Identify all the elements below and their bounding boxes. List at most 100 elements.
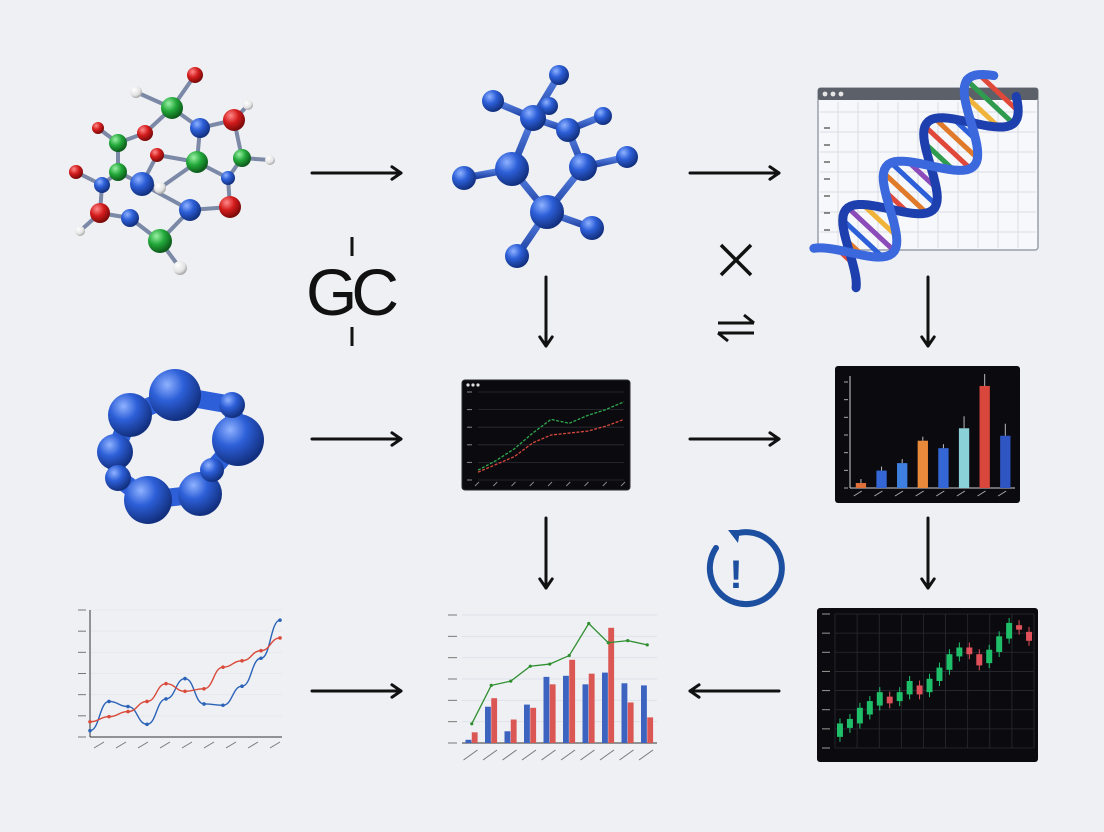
data-point <box>278 636 282 640</box>
bar <box>524 704 530 743</box>
bar <box>621 683 628 743</box>
bar <box>471 732 478 743</box>
candle-body <box>846 718 853 728</box>
x-tick <box>915 490 924 497</box>
bar <box>855 483 867 488</box>
candle-body <box>906 681 913 695</box>
data-point <box>259 656 263 661</box>
atom <box>97 434 133 470</box>
data-point <box>145 722 149 727</box>
combo-chart <box>448 614 657 761</box>
data-point <box>567 653 571 658</box>
data-point <box>107 699 111 704</box>
atom <box>149 369 201 421</box>
arrow-down-3 <box>538 516 554 590</box>
ring-molecule-icon <box>97 369 264 524</box>
candle-body <box>866 701 873 715</box>
bar <box>958 428 970 488</box>
candle-body <box>856 707 863 724</box>
atom <box>150 148 164 162</box>
arrow-head <box>390 431 403 447</box>
x-tick <box>977 490 986 497</box>
x-tick <box>247 741 259 749</box>
arrow-down-2 <box>920 275 936 348</box>
bar <box>876 470 887 488</box>
atom <box>219 392 245 418</box>
x-tick <box>620 481 626 487</box>
x-tick <box>956 490 966 497</box>
data-point <box>606 641 610 645</box>
cross-icon <box>719 243 753 277</box>
arrow-head <box>920 335 936 348</box>
atom <box>221 171 235 185</box>
atom <box>121 209 139 227</box>
atom <box>90 203 110 223</box>
bar <box>563 675 569 743</box>
x-tick <box>599 749 615 761</box>
dark-bar-chart <box>844 373 1015 497</box>
atom <box>161 97 183 119</box>
data-point <box>164 681 168 686</box>
x-tick <box>474 481 480 487</box>
x-tick <box>225 741 237 749</box>
x-tick <box>602 481 608 487</box>
candle-body <box>986 649 993 664</box>
atom <box>105 465 131 491</box>
atom <box>212 414 264 466</box>
candle-body <box>1016 625 1023 630</box>
bar <box>465 739 472 743</box>
arrow-right-2 <box>688 165 781 181</box>
gc-label: GC <box>306 255 397 329</box>
atom <box>130 172 154 196</box>
data-point <box>221 665 225 669</box>
bar <box>588 673 595 743</box>
data-point <box>88 728 92 733</box>
x-tick <box>894 490 904 497</box>
x-tick <box>853 490 863 497</box>
x-tick <box>492 481 498 487</box>
x-tick <box>181 741 193 749</box>
atom <box>178 472 222 516</box>
bar <box>504 731 511 743</box>
candle-body <box>836 723 843 737</box>
atom <box>124 476 172 524</box>
candle-body <box>936 667 943 681</box>
x-tick <box>584 481 589 487</box>
atom <box>243 100 253 110</box>
trend-line <box>471 622 648 725</box>
bar <box>485 706 491 743</box>
base-pair <box>888 160 939 208</box>
data-point <box>164 697 168 701</box>
x-tick <box>580 749 595 761</box>
bar <box>569 659 576 743</box>
data-point <box>626 639 630 643</box>
base-pair <box>976 72 1021 114</box>
alert-glyph: ! <box>729 553 742 597</box>
candlestick-chart <box>822 613 1035 749</box>
atom <box>109 134 127 152</box>
bar <box>647 717 654 743</box>
arrow-down-1 <box>538 275 554 348</box>
x-tick <box>482 749 498 761</box>
bar <box>897 463 908 488</box>
atom <box>187 67 203 83</box>
arrow-right-5 <box>310 683 403 699</box>
arrow-head <box>390 165 403 181</box>
candle-body <box>896 692 903 702</box>
x-tick <box>936 490 945 497</box>
data-point <box>528 664 532 668</box>
x-tick <box>203 741 215 749</box>
bar <box>582 684 589 743</box>
dna-helix-panel <box>809 69 1039 293</box>
x-tick <box>541 749 556 761</box>
atom <box>154 182 166 194</box>
x-tick <box>619 749 634 761</box>
base-pair <box>932 115 980 161</box>
bar <box>602 672 608 743</box>
data-point <box>645 643 649 647</box>
bar <box>917 440 928 488</box>
atom <box>190 118 210 138</box>
bar <box>938 448 949 488</box>
atom <box>69 165 83 179</box>
candle-body <box>956 647 963 657</box>
